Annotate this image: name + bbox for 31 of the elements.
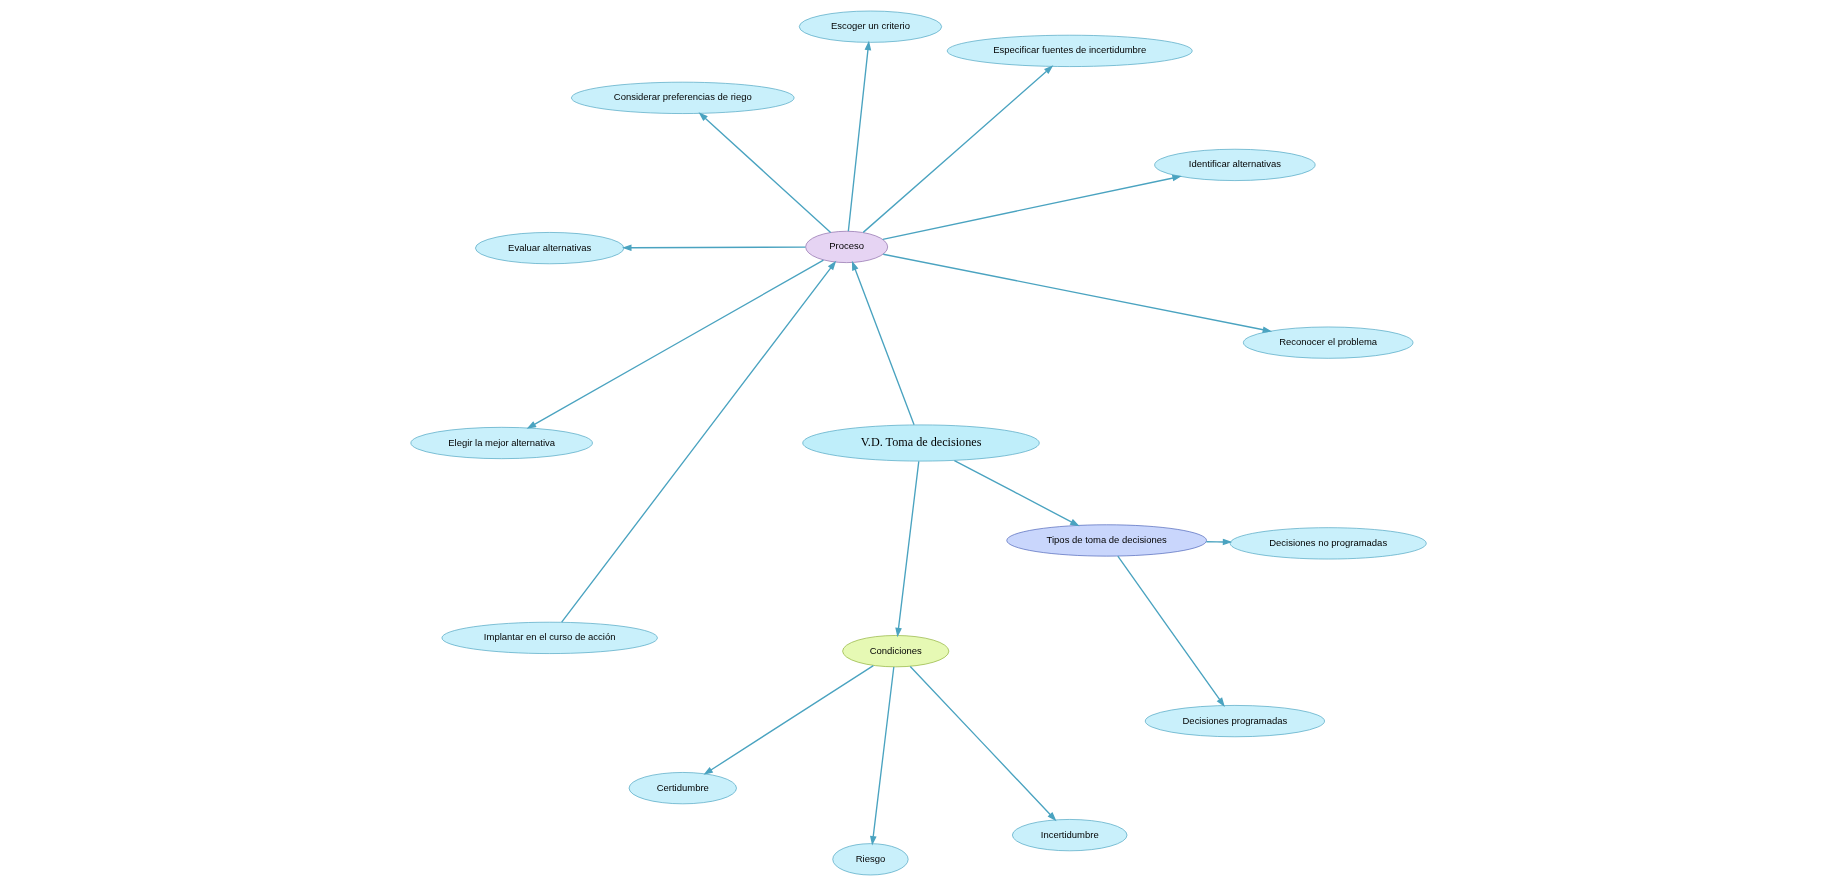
node-ellipse: Certidumbre bbox=[628, 772, 737, 805]
node-ellipse: Riesgo bbox=[832, 843, 909, 876]
arrow bbox=[698, 112, 832, 234]
arrow bbox=[862, 65, 1054, 234]
node-ellipse: Tipos de toma de decisiones bbox=[1006, 524, 1207, 557]
arrow bbox=[1205, 538, 1233, 546]
arrow bbox=[561, 260, 837, 623]
node-ellipse: V.D. Toma de decisiones bbox=[802, 424, 1040, 462]
arrow bbox=[882, 174, 1182, 240]
arrow bbox=[1117, 555, 1225, 707]
node-ellipse: Condiciones bbox=[842, 635, 950, 668]
node-ellipse: Escoger un criterio bbox=[798, 10, 942, 43]
arrow bbox=[526, 259, 825, 429]
arrow bbox=[953, 459, 1080, 527]
node-ellipse: Decisiones programadas bbox=[1144, 705, 1325, 738]
node-ellipse: Decisiones no programadas bbox=[1229, 527, 1427, 560]
arrow bbox=[882, 253, 1273, 333]
node-ellipse: Incertidumbre bbox=[1012, 819, 1128, 852]
arrow bbox=[895, 460, 920, 638]
arrow bbox=[847, 40, 872, 232]
arrow bbox=[869, 666, 895, 846]
arrow bbox=[703, 664, 874, 775]
arrow bbox=[851, 260, 915, 426]
node-ellipse: Evaluar alternativas bbox=[475, 232, 625, 265]
node-ellipse: Especificar fuentes de incertidumbre bbox=[946, 34, 1193, 67]
node-ellipse: Considerar preferencias de riego bbox=[571, 81, 795, 114]
node-ellipse: Elegir la mejor alternativa bbox=[410, 427, 593, 459]
arrow bbox=[909, 665, 1057, 822]
node-ellipse: Proceso bbox=[805, 230, 888, 263]
node-ellipse: Implantar en el curso de acción bbox=[441, 621, 658, 654]
arrow bbox=[622, 244, 807, 252]
